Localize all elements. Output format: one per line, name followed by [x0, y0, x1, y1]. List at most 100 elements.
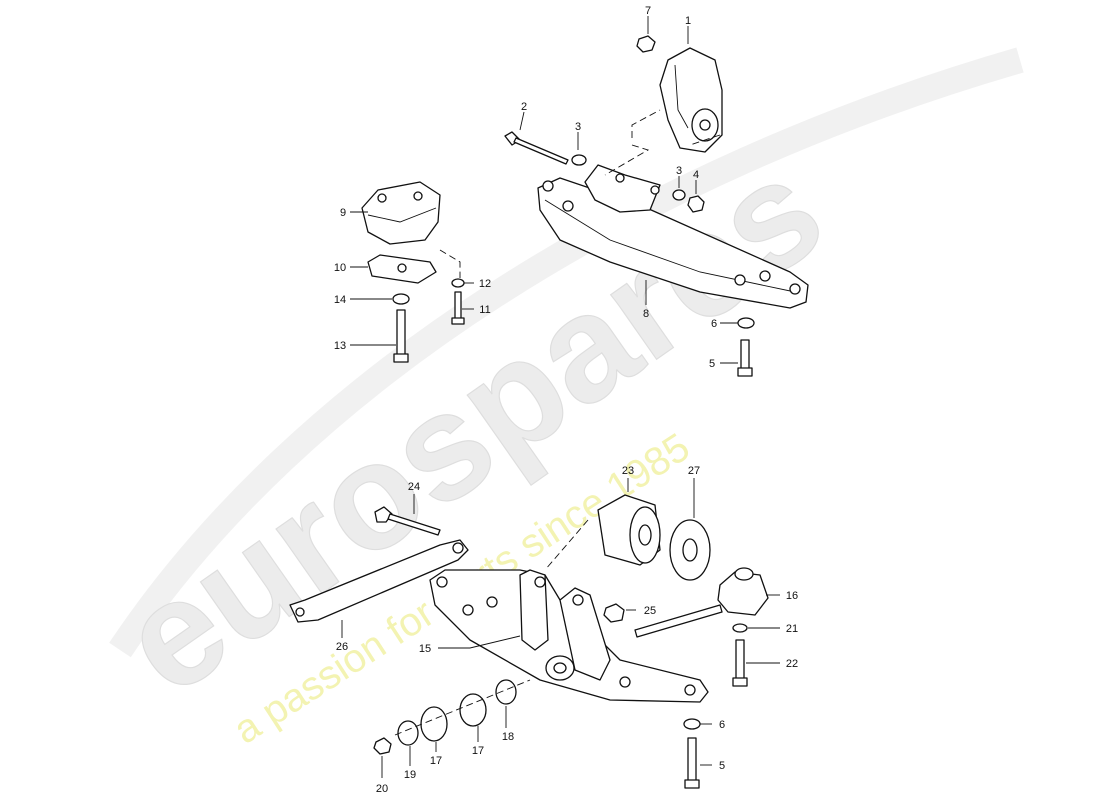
washer — [672, 189, 686, 201]
callout-12: 12 — [479, 278, 491, 290]
callout-1: 1 — [685, 15, 691, 27]
link-arm-hole — [452, 542, 464, 554]
bolt-hole — [734, 274, 746, 286]
bolt-hole — [619, 676, 631, 688]
bolt-shank — [740, 339, 750, 371]
transmission-mount-edge — [367, 207, 437, 223]
bolt-shank — [735, 639, 745, 681]
upright-hole — [534, 576, 546, 588]
leader-line — [519, 111, 525, 131]
callout-24: 24 — [408, 481, 420, 493]
callout-16: 16 — [786, 590, 798, 602]
dashed-link — [439, 249, 461, 278]
bolt-head — [393, 353, 409, 363]
nut — [373, 737, 392, 755]
link-arm — [289, 539, 469, 623]
upper-assembly — [361, 35, 809, 377]
callout-18: 18 — [502, 731, 514, 743]
bolt-hole — [684, 684, 696, 696]
washer — [392, 293, 410, 305]
rubber-disc-hole — [682, 538, 698, 562]
callout-2: 2 — [521, 101, 527, 113]
callout-17b: 17 — [430, 755, 442, 767]
bracket-hole — [650, 185, 660, 195]
callout-6-lower: 6 — [719, 719, 725, 731]
callout-14: 14 — [334, 294, 346, 306]
bolt-hole — [462, 604, 474, 616]
bolt-hole — [789, 283, 801, 295]
callout-22: 22 — [786, 658, 798, 670]
callout-3b: 3 — [676, 165, 682, 177]
cross-member-upright — [519, 569, 549, 651]
callout-6-upper: 6 — [711, 318, 717, 330]
cross-member-edge — [544, 199, 796, 293]
bolt-head — [451, 317, 465, 325]
cross-member-upright — [559, 587, 611, 681]
washer — [397, 720, 419, 746]
bolt-shank — [387, 513, 441, 536]
callout-20: 20 — [376, 783, 388, 795]
bushing-core — [638, 524, 652, 546]
bolt-head — [732, 677, 748, 687]
callout-4: 4 — [693, 169, 699, 181]
bolt-hole — [436, 576, 448, 588]
callout-26: 26 — [336, 641, 348, 653]
dashed-link — [604, 144, 650, 176]
pivot-hole — [553, 662, 567, 674]
callout-17a: 17 — [472, 745, 484, 757]
washer — [737, 317, 755, 329]
dashed-link — [631, 109, 661, 138]
washer — [732, 623, 748, 633]
rod-end-stud — [734, 567, 754, 581]
rubber-bushing — [459, 693, 487, 727]
bolt-hole — [486, 596, 498, 608]
callout-13: 13 — [334, 340, 346, 352]
transmission-mount — [361, 181, 441, 245]
bolt-hole — [542, 180, 554, 192]
leader-lines — [341, 16, 780, 778]
bolt-shank — [454, 291, 462, 321]
callout-15: 15 — [419, 643, 431, 655]
mount-stud — [377, 193, 387, 203]
engine-mount-edge — [674, 64, 689, 129]
link-arm-hole — [295, 607, 305, 617]
tie-rod — [634, 604, 723, 638]
callout-5-lower: 5 — [719, 760, 725, 772]
callout-5-upper: 5 — [709, 358, 715, 370]
bolt-hole — [759, 270, 771, 282]
leader-line — [438, 635, 521, 649]
callout-labels: 1 2 3 3 4 5 5 6 6 7 8 9 10 11 12 13 14 1… — [334, 5, 798, 795]
bracket-hole — [397, 263, 407, 273]
callout-25: 25 — [644, 605, 656, 617]
bolt-head — [737, 367, 753, 377]
washer — [571, 154, 587, 166]
bolt-shank — [396, 309, 406, 357]
nut — [636, 35, 656, 53]
callout-8: 8 — [643, 308, 649, 320]
callout-11: 11 — [479, 304, 490, 316]
nut — [603, 603, 625, 623]
callout-27: 27 — [688, 465, 700, 477]
washer — [495, 679, 517, 705]
bolt-head — [684, 779, 700, 789]
bracket-hole — [615, 173, 625, 183]
bolt-shank — [513, 137, 569, 165]
callout-10: 10 — [334, 262, 346, 274]
dashed-link — [689, 134, 721, 146]
nut — [687, 195, 705, 213]
callout-3: 3 — [575, 121, 581, 133]
bolt-hole — [562, 200, 574, 212]
washer — [451, 278, 465, 288]
callout-19: 19 — [404, 769, 416, 781]
callout-21: 21 — [786, 623, 798, 635]
washer — [683, 718, 701, 730]
upright-hole — [572, 594, 584, 606]
callout-23: 23 — [622, 465, 634, 477]
mount-stud — [413, 191, 423, 201]
rubber-bushing — [420, 706, 448, 742]
bolt-shank — [687, 737, 697, 784]
watermark-swoosh — [109, 47, 1024, 658]
dashed-link — [394, 679, 531, 736]
